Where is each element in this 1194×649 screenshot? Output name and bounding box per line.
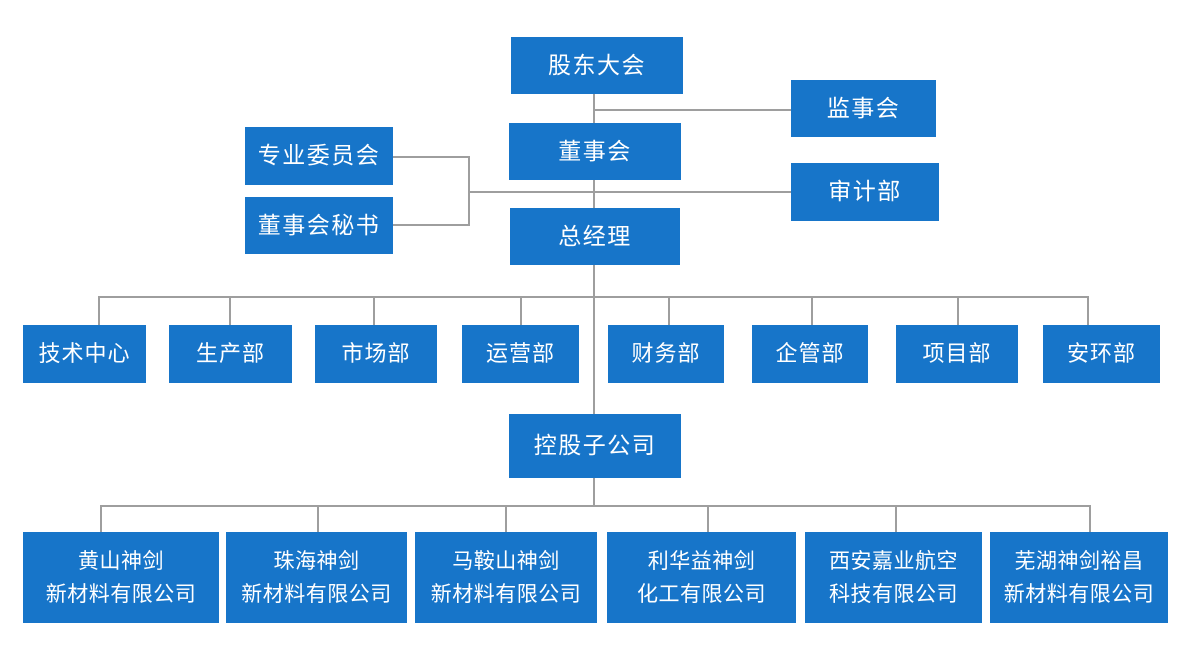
node-subsidiary-maanshan: 马鞍山神剑 新材料有限公司 [415, 532, 597, 623]
node-department-operations: 运营部 [462, 325, 579, 383]
subsidiary-name-line1: 芜湖神剑裕昌 [1014, 549, 1144, 573]
subsidiary-name-line2: 科技有限公司 [829, 582, 958, 606]
subsidiary-name-line2: 新材料有限公司 [1003, 582, 1155, 606]
node-department-projects: 项目部 [896, 325, 1018, 383]
subsidiary-name-line2: 新材料有限公司 [241, 582, 392, 606]
node-audit-department: 审计部 [791, 163, 939, 221]
node-supervisory-board: 监事会 [791, 80, 936, 137]
node-holding-subsidiaries: 控股子公司 [509, 414, 681, 478]
node-department-finance: 财务部 [608, 325, 724, 383]
node-board-secretary: 董事会秘书 [245, 197, 393, 254]
node-board-of-directors: 董事会 [509, 123, 681, 180]
subsidiary-name-line1: 利华益神剑 [647, 549, 756, 573]
subsidiary-name-line2: 新材料有限公司 [45, 582, 197, 606]
node-department-marketing: 市场部 [315, 325, 437, 383]
node-subsidiary-zhuhai: 珠海神剑 新材料有限公司 [226, 532, 407, 623]
subsidiary-name-line1: 黄山神剑 [78, 549, 164, 573]
node-department-enterprise-management: 企管部 [752, 325, 868, 383]
subsidiary-name-line2: 新材料有限公司 [430, 582, 582, 606]
node-subsidiary-xian: 西安嘉业航空 科技有限公司 [805, 532, 982, 623]
node-subsidiary-huangshan: 黄山神剑 新材料有限公司 [23, 532, 219, 623]
node-subsidiary-wuhu: 芜湖神剑裕昌 新材料有限公司 [990, 532, 1168, 623]
subsidiary-name-line1: 西安嘉业航空 [829, 549, 958, 573]
node-department-production: 生产部 [169, 325, 292, 383]
subsidiary-name-line2: 化工有限公司 [637, 582, 766, 606]
node-subsidiary-lihuayi: 利华益神剑 化工有限公司 [607, 532, 796, 623]
subsidiary-name-line1: 珠海神剑 [273, 549, 360, 573]
connector-departments-stubs [98, 296, 1089, 325]
node-department-safety-environment: 安环部 [1043, 325, 1160, 383]
subsidiary-name-line1: 马鞍山神剑 [452, 549, 560, 573]
node-shareholders-meeting: 股东大会 [511, 37, 683, 94]
connector-subsidiaries-stubs [100, 505, 1091, 532]
node-general-manager: 总经理 [510, 208, 680, 265]
node-special-committees: 专业委员会 [245, 127, 393, 185]
node-department-technology-center: 技术中心 [23, 325, 146, 383]
